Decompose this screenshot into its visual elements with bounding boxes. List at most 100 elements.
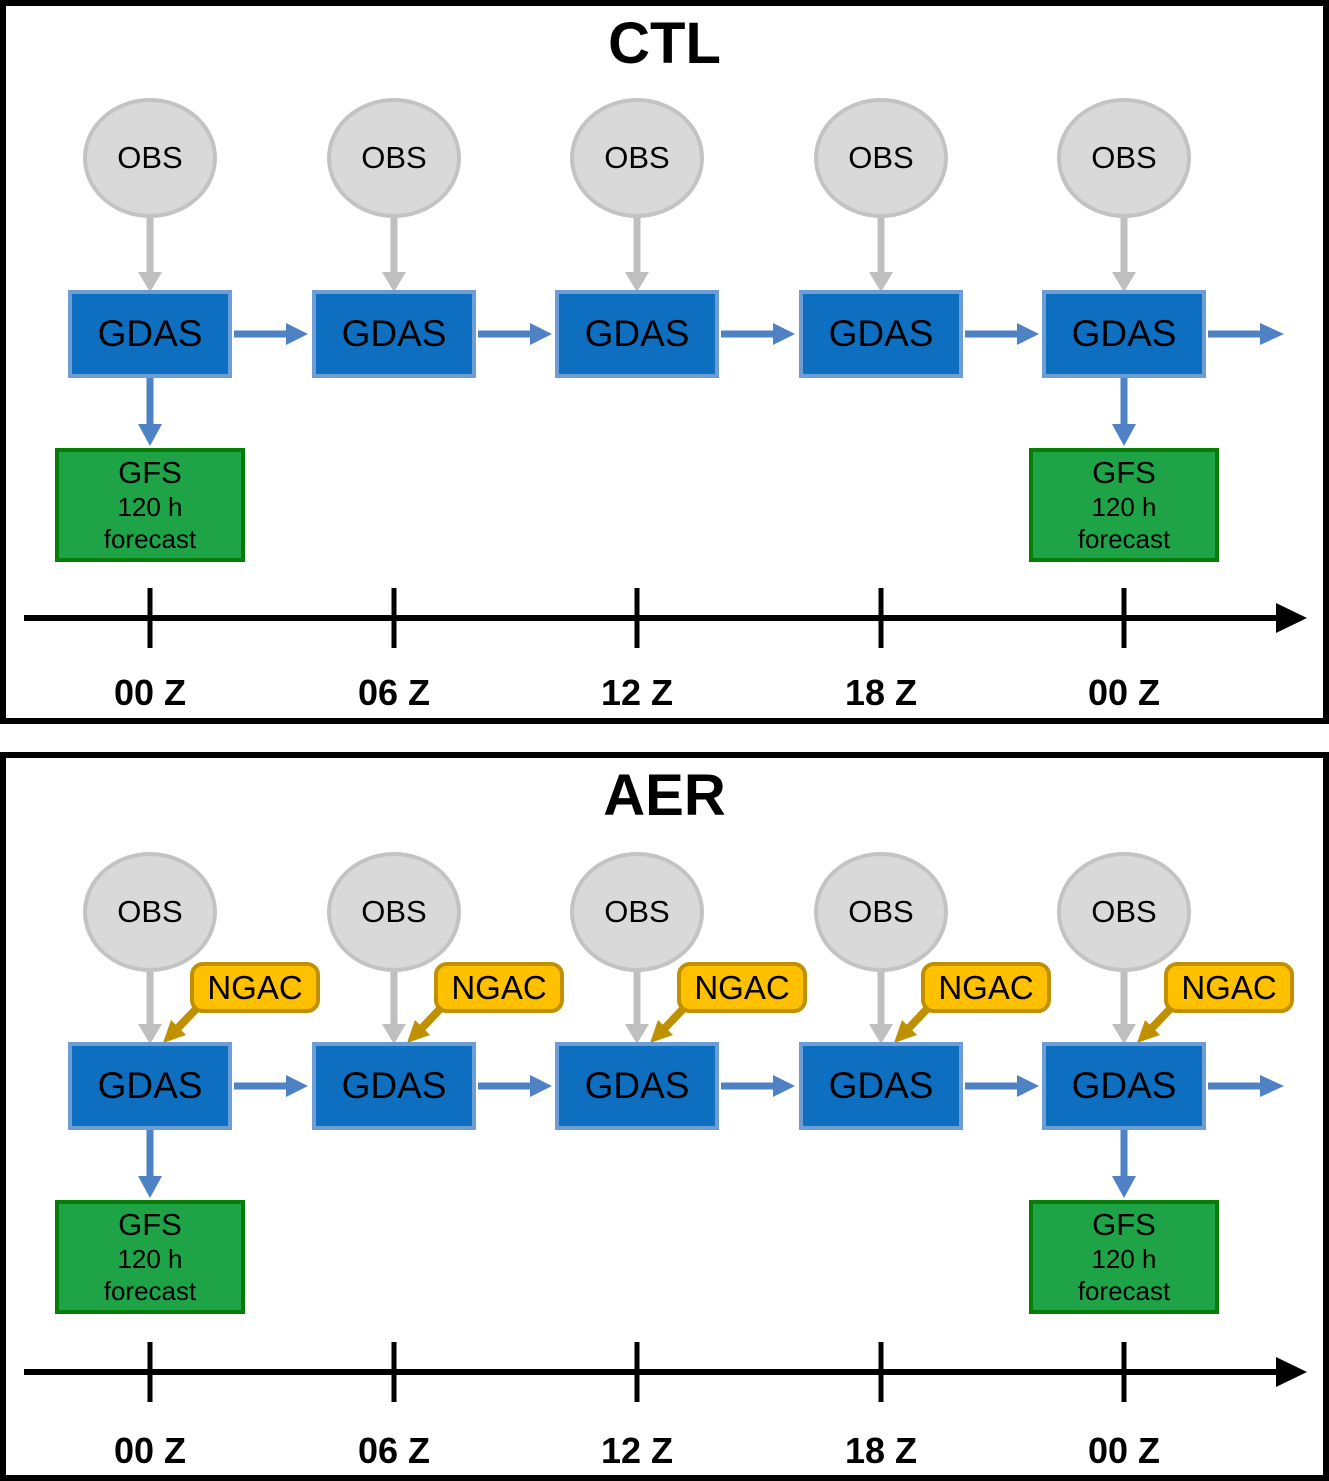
gdas-label: GDAS <box>1071 313 1177 354</box>
timeline-label: 18 Z <box>844 672 918 713</box>
gdas-label: GDAS <box>341 313 447 354</box>
obs-ellipse: OBS <box>1057 852 1191 972</box>
timeline-label: 00 Z <box>113 672 187 713</box>
ngac-label: NGAC <box>694 968 790 1006</box>
obs-ellipse: OBS <box>327 852 461 972</box>
panel-title: CTL <box>608 11 721 76</box>
gdas-label: GDAS <box>97 1065 203 1106</box>
obs-ellipse: OBS <box>327 98 461 218</box>
obs-label: OBS <box>117 894 183 929</box>
timeline-label: 06 Z <box>357 672 431 713</box>
obs-to-gdas-arrowhead <box>625 1024 649 1044</box>
gdas-box: GDAS <box>312 290 476 378</box>
gdas-box: GDAS <box>555 290 719 378</box>
obs-label: OBS <box>361 140 427 175</box>
gfs-duration-label: 120 h <box>117 492 183 523</box>
gfs-type-label: forecast <box>103 523 197 554</box>
gfs-label: GFS <box>118 1207 182 1243</box>
obs-label: OBS <box>604 140 670 175</box>
obs-to-gdas-arrowhead <box>138 272 162 292</box>
gdas-chain-arrowhead <box>530 1075 552 1097</box>
timeline-label: 00 Z <box>113 1430 187 1471</box>
gdas-box: GDAS <box>799 290 963 378</box>
panel-ctl: CTL OBS OBS OBS OBS OBS GDAS GDAS GDAS G… <box>0 0 1329 724</box>
panel-title: AER <box>603 763 726 828</box>
gdas-label: GDAS <box>828 313 934 354</box>
timeline-arrowhead <box>1276 603 1307 633</box>
timeline-label: 00 Z <box>1087 672 1161 713</box>
gdas-chain-arrowhead <box>773 323 795 345</box>
obs-to-gdas-arrowhead <box>1112 272 1136 292</box>
gdas-chain-arrowhead <box>1017 323 1039 345</box>
obs-label: OBS <box>848 140 914 175</box>
obs-label: OBS <box>848 894 914 929</box>
ngac-to-gdas-arrowhead <box>894 1020 917 1043</box>
gfs-label: GFS <box>1092 1207 1156 1243</box>
obs-to-gdas-arrowhead <box>382 272 406 292</box>
obs-ellipse: OBS <box>570 852 704 972</box>
ngac-box: NGAC <box>190 962 320 1013</box>
ngac-label: NGAC <box>451 968 547 1006</box>
obs-ellipse: OBS <box>814 98 948 218</box>
gfs-type-label: forecast <box>1077 1275 1171 1306</box>
obs-label: OBS <box>361 894 427 929</box>
timeline-label: 00 Z <box>1087 1430 1161 1471</box>
ngac-to-gdas-arrow <box>174 1005 200 1032</box>
ngac-to-gdas-arrowhead <box>407 1020 430 1043</box>
aer-arrow-layer <box>24 964 1307 1402</box>
ngac-to-gdas-arrow <box>1148 1005 1174 1032</box>
gdas-chain-arrowhead <box>286 323 308 345</box>
gdas-to-gfs-arrowhead <box>138 1176 162 1198</box>
ngac-to-gdas-arrow <box>418 1005 444 1032</box>
ngac-box: NGAC <box>434 962 564 1013</box>
gfs-label: GFS <box>118 455 182 491</box>
gfs-forecast-box: GFS 120 h forecast <box>1029 1200 1219 1314</box>
obs-ellipse: OBS <box>1057 98 1191 218</box>
ngac-to-gdas-arrowhead <box>163 1020 186 1043</box>
obs-to-gdas-arrowhead <box>138 1024 162 1044</box>
obs-label: OBS <box>604 894 670 929</box>
timeline-label: 12 Z <box>600 1430 674 1471</box>
ngac-to-gdas-arrow <box>905 1005 931 1032</box>
obs-label: OBS <box>1091 140 1157 175</box>
obs-ellipse: OBS <box>814 852 948 972</box>
gdas-label: GDAS <box>584 313 690 354</box>
obs-to-gdas-arrowhead <box>869 272 893 292</box>
gfs-duration-label: 120 h <box>117 1244 183 1275</box>
gfs-forecast-box: GFS 120 h forecast <box>1029 448 1219 562</box>
gdas-label: GDAS <box>828 1065 934 1106</box>
gfs-forecast-box: GFS 120 h forecast <box>55 1200 245 1314</box>
obs-label: OBS <box>1091 894 1157 929</box>
obs-to-gdas-arrowhead <box>869 1024 893 1044</box>
gdas-label: GDAS <box>341 1065 447 1106</box>
gdas-exit-arrowhead <box>1260 1075 1284 1097</box>
gfs-type-label: forecast <box>103 1275 197 1306</box>
gfs-forecast-box: GFS 120 h forecast <box>55 448 245 562</box>
gdas-label: GDAS <box>584 1065 690 1106</box>
gdas-exit-arrowhead <box>1260 323 1284 345</box>
obs-label: OBS <box>117 140 183 175</box>
gdas-to-gfs-arrowhead <box>1112 1176 1136 1198</box>
ctl-arrow-layer <box>24 212 1307 648</box>
timeline-label: 12 Z <box>600 672 674 713</box>
obs-ellipse: OBS <box>83 852 217 972</box>
gdas-to-gfs-arrowhead <box>1112 424 1136 446</box>
ngac-box: NGAC <box>921 962 1051 1013</box>
gdas-to-gfs-arrowhead <box>138 424 162 446</box>
timeline-label: 18 Z <box>844 1430 918 1471</box>
ngac-box: NGAC <box>1164 962 1294 1013</box>
gdas-label: GDAS <box>97 313 203 354</box>
gdas-box: GDAS <box>68 1042 232 1130</box>
gfs-duration-label: 120 h <box>1091 1244 1157 1275</box>
gdas-box: GDAS <box>799 1042 963 1130</box>
timeline-arrowhead <box>1276 1357 1307 1387</box>
gdas-chain-arrowhead <box>286 1075 308 1097</box>
gdas-box: GDAS <box>555 1042 719 1130</box>
gdas-box: GDAS <box>1042 290 1206 378</box>
obs-ellipse: OBS <box>570 98 704 218</box>
gdas-chain-arrowhead <box>1017 1075 1039 1097</box>
gdas-box: GDAS <box>1042 1042 1206 1130</box>
gfs-duration-label: 120 h <box>1091 492 1157 523</box>
obs-to-gdas-arrowhead <box>382 1024 406 1044</box>
